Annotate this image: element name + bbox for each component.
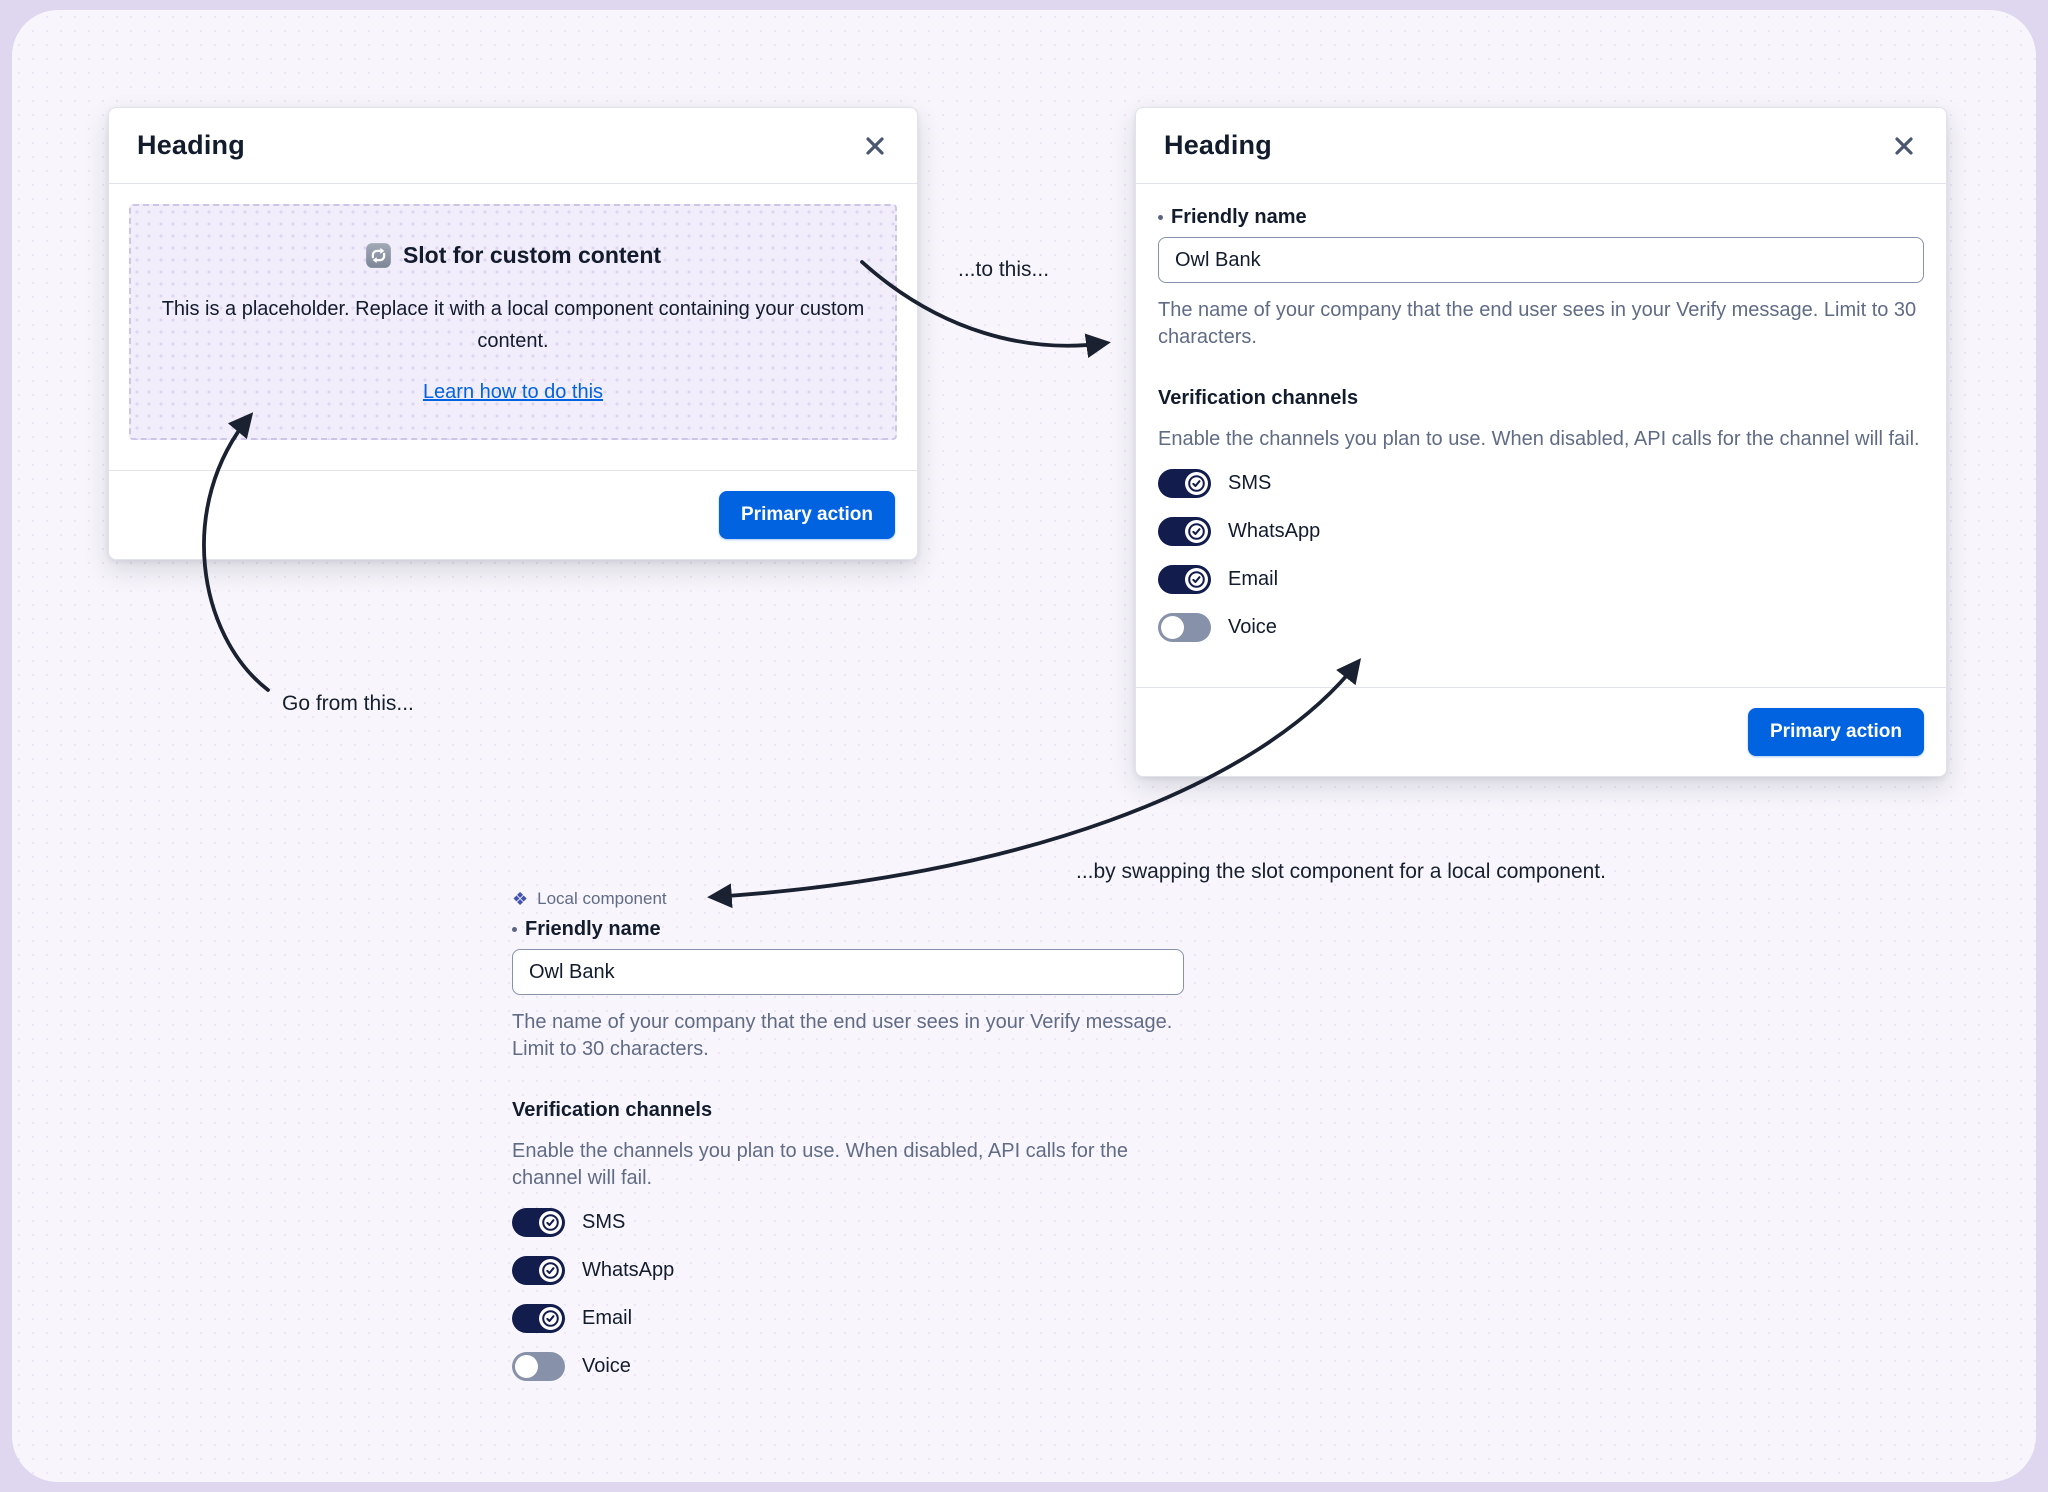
slot-placeholder: Slot for custom content This is a placeh… bbox=[129, 204, 897, 440]
required-dot-icon bbox=[1158, 215, 1163, 220]
close-button[interactable] bbox=[1890, 132, 1918, 160]
toggle-knob bbox=[1185, 568, 1208, 591]
friendly-name-label: Friendly name bbox=[512, 918, 1184, 941]
slot-title-row: Slot for custom content bbox=[151, 242, 875, 269]
channel-row: WhatsApp bbox=[1158, 517, 1924, 546]
toggle-knob bbox=[539, 1307, 562, 1330]
friendly-name-help: The name of your company that the end us… bbox=[1158, 299, 1917, 348]
channel-label: SMS bbox=[582, 1211, 626, 1233]
annotation-by-swapping: ...by swapping the slot component for a … bbox=[1076, 860, 1606, 883]
toggle-knob bbox=[515, 1355, 538, 1378]
channel-row: Email bbox=[1158, 565, 1924, 594]
email-toggle[interactable] bbox=[1158, 565, 1211, 594]
channel-row: WhatsApp bbox=[512, 1256, 1184, 1285]
sms-toggle[interactable] bbox=[1158, 469, 1211, 498]
form-modal-body: Friendly name The name of your company t… bbox=[1136, 184, 1946, 687]
channel-row: Email bbox=[512, 1304, 1184, 1333]
badge-label: Local component bbox=[537, 889, 667, 908]
slot-modal-header: Heading bbox=[109, 108, 917, 184]
channel-row: SMS bbox=[1158, 469, 1924, 498]
close-icon bbox=[1895, 136, 1913, 155]
channel-label: SMS bbox=[1228, 472, 1272, 494]
primary-action-button[interactable]: Primary action bbox=[1748, 708, 1924, 756]
form-modal-header: Heading bbox=[1136, 108, 1946, 184]
slot-title: Slot for custom content bbox=[402, 242, 662, 268]
verification-channels-help: Enable the channels you plan to use. Whe… bbox=[512, 1140, 1128, 1189]
slot-modal: Heading bbox=[108, 107, 918, 560]
sms-toggle[interactable] bbox=[512, 1208, 565, 1237]
channel-label: Voice bbox=[1228, 616, 1277, 638]
local-component-badge: ❖ Local component bbox=[512, 888, 1184, 910]
channel-label: Voice bbox=[582, 1355, 631, 1377]
verification-channels-label: Verification channels bbox=[1158, 387, 1359, 409]
friendly-name-label: Friendly name bbox=[1158, 206, 1924, 229]
modal-title: Heading bbox=[137, 130, 245, 160]
channel-row: SMS bbox=[512, 1208, 1184, 1237]
channel-label: WhatsApp bbox=[1228, 520, 1321, 542]
slot-description: This is a placeholder. Replace it with a… bbox=[161, 298, 865, 352]
close-button[interactable] bbox=[861, 132, 889, 160]
friendly-name-input[interactable] bbox=[1158, 237, 1924, 283]
whatsapp-toggle[interactable] bbox=[1158, 517, 1211, 546]
modal-title: Heading bbox=[1164, 130, 1272, 160]
diamonds-icon: ❖ bbox=[512, 889, 529, 909]
friendly-name-input[interactable] bbox=[512, 949, 1184, 995]
learn-how-link[interactable]: Learn how to do this bbox=[422, 381, 604, 403]
slot-modal-footer: Primary action bbox=[109, 470, 917, 559]
annotation-go-from-this: Go from this... bbox=[282, 692, 414, 715]
toggle-knob bbox=[1161, 616, 1184, 639]
toggle-knob bbox=[1185, 472, 1208, 495]
required-dot-icon bbox=[512, 927, 517, 932]
close-icon bbox=[866, 136, 884, 155]
voice-toggle[interactable] bbox=[1158, 613, 1211, 642]
form-modal: Heading Friendly name The name of your c… bbox=[1135, 107, 1947, 777]
local-component-form: ❖ Local component Friendly name The name… bbox=[512, 888, 1184, 1400]
toggle-knob bbox=[539, 1259, 562, 1282]
annotation-to-this: ...to this... bbox=[958, 258, 1050, 281]
channel-row: Voice bbox=[512, 1352, 1184, 1381]
channel-label: Email bbox=[582, 1307, 633, 1329]
voice-toggle[interactable] bbox=[512, 1352, 565, 1381]
toggle-knob bbox=[539, 1211, 562, 1234]
slot-modal-body: Slot for custom content This is a placeh… bbox=[109, 184, 917, 470]
channel-label: Email bbox=[1228, 568, 1279, 590]
friendly-name-help: The name of your company that the end us… bbox=[512, 1011, 1173, 1060]
channel-label: WhatsApp bbox=[582, 1259, 675, 1281]
toggle-knob bbox=[1185, 520, 1208, 543]
swap-icon bbox=[366, 243, 391, 268]
channel-row: Voice bbox=[1158, 613, 1924, 642]
whatsapp-toggle[interactable] bbox=[512, 1256, 565, 1285]
form-modal-footer: Primary action bbox=[1136, 687, 1946, 776]
verification-channels-help: Enable the channels you plan to use. Whe… bbox=[1158, 428, 1920, 450]
email-toggle[interactable] bbox=[512, 1304, 565, 1333]
primary-action-button[interactable]: Primary action bbox=[719, 491, 895, 539]
verification-channels-label: Verification channels bbox=[512, 1099, 713, 1121]
